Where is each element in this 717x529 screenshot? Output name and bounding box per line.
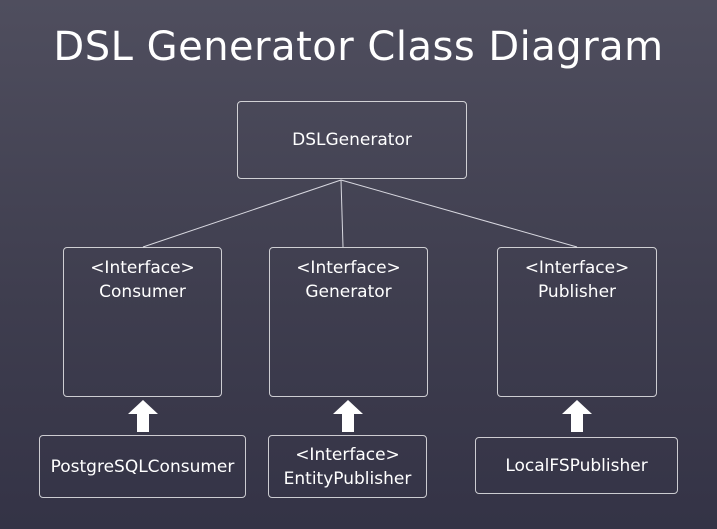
node-publisher-name: Publisher [537,282,617,302]
node-publisher-stereotype: <Interface> [524,258,630,278]
node-generator-interface[interactable]: <Interface> Generator [269,247,428,397]
diagram-title: DSL Generator Class Diagram [53,24,664,70]
node-postgresqlconsumer-name: PostgreSQLConsumer [50,456,235,477]
node-entitypublisher-name: EntityPublisher [283,468,412,489]
node-publisher-interface[interactable]: <Interface> Publisher [497,247,657,397]
node-dslgenerator-name: DSLGenerator [292,130,412,150]
edge-root-generator [340,179,344,248]
node-entitypublisher-interface[interactable]: <Interface> EntityPublisher [268,435,427,498]
node-localfspublisher[interactable]: LocalFSPublisher [475,437,678,494]
node-localfspublisher-name: LocalFSPublisher [505,455,648,476]
node-postgresqlconsumer[interactable]: PostgreSQLConsumer [39,435,246,498]
inherit-arrow-consumer-icon [128,400,158,432]
edge-root-publisher [340,179,578,248]
inherit-arrow-generator-icon [333,400,363,432]
node-generator-stereotype: <Interface> [296,258,401,278]
node-consumer-name: Consumer [99,282,186,302]
node-consumer-stereotype: <Interface> [90,258,195,278]
node-consumer-interface[interactable]: <Interface> Consumer [63,247,222,397]
inherit-arrow-publisher-icon [562,400,592,432]
node-generator-name: Generator [305,282,392,302]
node-entitypublisher-stereotype: <Interface> [295,444,400,465]
edge-root-consumer [142,179,342,248]
node-dslgenerator[interactable]: DSLGenerator [237,101,467,179]
